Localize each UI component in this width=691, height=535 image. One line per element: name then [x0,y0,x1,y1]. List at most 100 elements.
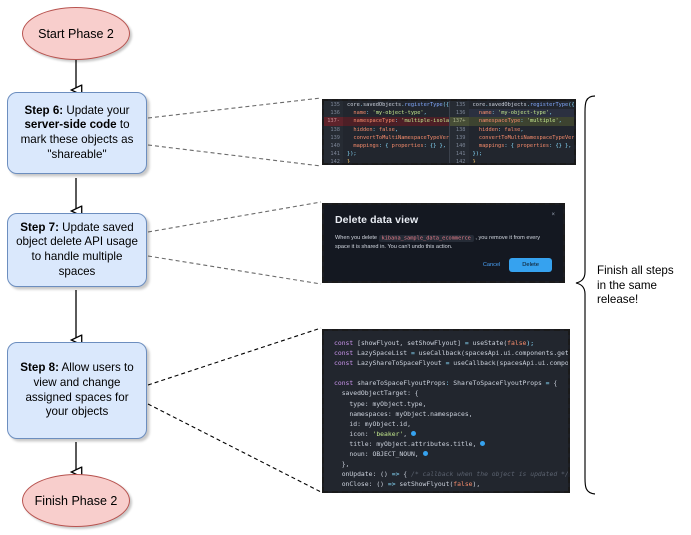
code-line: onClose: () => setShowFlyout(false), [334,480,481,489]
diff-line: 137- namespaceType: 'multiple-isolated', [324,117,449,126]
modal-body-before: When you delete [335,235,379,241]
diff-line: 139 convertToMultiNamespaceTypeVersion: … [449,133,574,142]
modal-body-code: kibana_sample_data_ecommerce [378,234,474,242]
step-8-prefix: Step 8: [20,361,59,375]
code-line: icon: 'beaker', [334,429,568,439]
diff-line: 140 mappings: { properties: {} }, [324,141,449,151]
code-line: const LazyShareToSpaceFlyout = useCallba… [334,359,569,368]
code-line: title: myObject.attributes.title, [334,439,568,449]
delete-modal-callout[interactable]: × Delete data view When you delete kiban… [322,203,565,283]
diff-line-number: 141 [449,150,469,159]
diff-line-code: }); [472,151,483,158]
diff-line-code: name: 'my-object-type', [478,110,553,117]
diff-line-number: 137+ [449,117,469,126]
diff-line-code: mappings: { properties: {} }, [353,142,446,149]
diff-line-number: 136 [449,109,469,118]
diff-line-number: 139 [449,133,469,142]
step-6-box[interactable]: Step 6: Update your server-side code to … [7,92,147,174]
code-line: }, [334,460,350,469]
diff-line: 141}); [324,150,449,159]
code-line: noun: OBJECT_NOUN, [334,449,568,459]
cancel-button[interactable]: Cancel [482,262,501,268]
diff-line: 142} [324,158,449,163]
diff-line-code: hidden: false, [353,126,399,133]
code-line: type: myObject.type, [334,399,427,408]
info-dot-icon [422,451,428,457]
diff-line-code: } [347,159,351,163]
step-7-body: Update saved object delete API usage to … [16,220,138,278]
diff-line-number: 138 [449,125,469,134]
diff-line-number: 135 [324,101,343,110]
diff-line-code: convertToMultiNamespaceTypeVersion: ' [353,134,448,141]
diff-line-code: }); [347,151,357,158]
step-7-text: Step 7: Update saved object delete API u… [14,221,140,279]
step-6-emphasis: server-side code [24,118,117,132]
code-line: const LazySpaceList = useCallback(spaces… [334,349,569,358]
modal-body: When you delete kibana_sample_data_ecomm… [335,234,552,252]
info-dot-icon [480,440,486,446]
diff-line: 141}); [449,150,575,159]
diff-line-code: hidden: false, [478,126,524,133]
delete-data-view-modal: × Delete data view When you delete kiban… [324,205,563,281]
step-6-body-2: to mark these objects as "shareable" [20,118,134,161]
diff-line-code: core.savedObjects.registerType({ [472,102,575,108]
diff-line-number: 139 [324,133,343,142]
finish-terminator-label: Finish Phase 2 [34,493,118,508]
step-8-body: Allow users to view and change assigned … [25,361,134,419]
close-icon[interactable]: × [551,212,555,218]
diff-line: 140 mappings: { properties: {} }, [449,141,575,151]
diff-line-number: 136 [324,109,343,118]
diff-line-number: 140 [449,141,469,151]
delete-button[interactable]: Delete [509,258,552,272]
brace-label-line-1: Finish all steps [597,264,674,277]
code-line: }; [334,489,568,491]
flyout-code-callout[interactable]: const [showFlyout, setShowFlyout] = useS… [322,329,570,493]
diff-line: 136 name: 'my-object-type', [449,109,574,118]
start-terminator-label: Start Phase 2 [38,26,114,41]
diff-line-number: 140 [324,141,343,151]
code-line: const [showFlyout, setShowFlyout] = useS… [334,339,538,347]
info-dot-icon [410,430,416,436]
step-8-box[interactable]: Step 8: Allow users to view and change a… [7,342,147,439]
diff-line-number: 135 [449,101,469,110]
diff-line-number: 141 [324,150,343,159]
diff-line: 142} [449,158,575,163]
finish-terminator[interactable]: Finish Phase 2 [22,474,130,527]
diff-line-number: 142 [449,158,469,163]
start-terminator[interactable]: Start Phase 2 [22,7,130,60]
diff-line-number: 142 [324,158,343,163]
diff-line: 138 hidden: false, [324,125,449,134]
diff-line-number: 138 [324,125,343,134]
step-8-text: Step 8: Allow users to view and change a… [14,361,140,419]
brace-label-line-2: in the same [597,278,657,292]
diff-line: 138 hidden: false, [449,125,575,134]
step-7-box[interactable]: Step 7: Update saved object delete API u… [7,213,147,287]
step-6-prefix: Step 6: [24,103,64,117]
diff-line-code: namespaceType: 'multiple', [478,118,562,125]
code-line: id: myObject.id, [334,419,411,428]
diff-line: 137+ namespaceType: 'multiple', [449,117,574,126]
diff-line: 136 name: 'my-object-type', [324,109,449,118]
modal-actions: Cancel Delete [483,258,552,272]
diff-line-number: 137- [324,117,343,126]
diff-line-code: mappings: { properties: {} }, [478,142,572,149]
modal-title: Delete data view [335,214,419,226]
diff-line-code: name: 'my-object-type', [353,110,427,117]
diff-line-code: convertToMultiNamespaceTypeVersion: ' [478,134,574,141]
brace-label: Finish all steps in the same release! [597,264,689,308]
modal-body-after: , you remove it from every space it is s… [335,235,541,250]
step-6-body-1: Update your [63,103,130,117]
step-7-prefix: Step 7: [20,220,59,234]
diff-line: 139 convertToMultiNamespaceTypeVersion: … [324,133,449,142]
code-line: savedObjectTarget: { [334,389,419,398]
code-line [334,368,568,378]
diff-line-code: namespaceType: 'multiple-isolated', [353,118,448,125]
brace-label-line-3: release! [597,293,639,307]
